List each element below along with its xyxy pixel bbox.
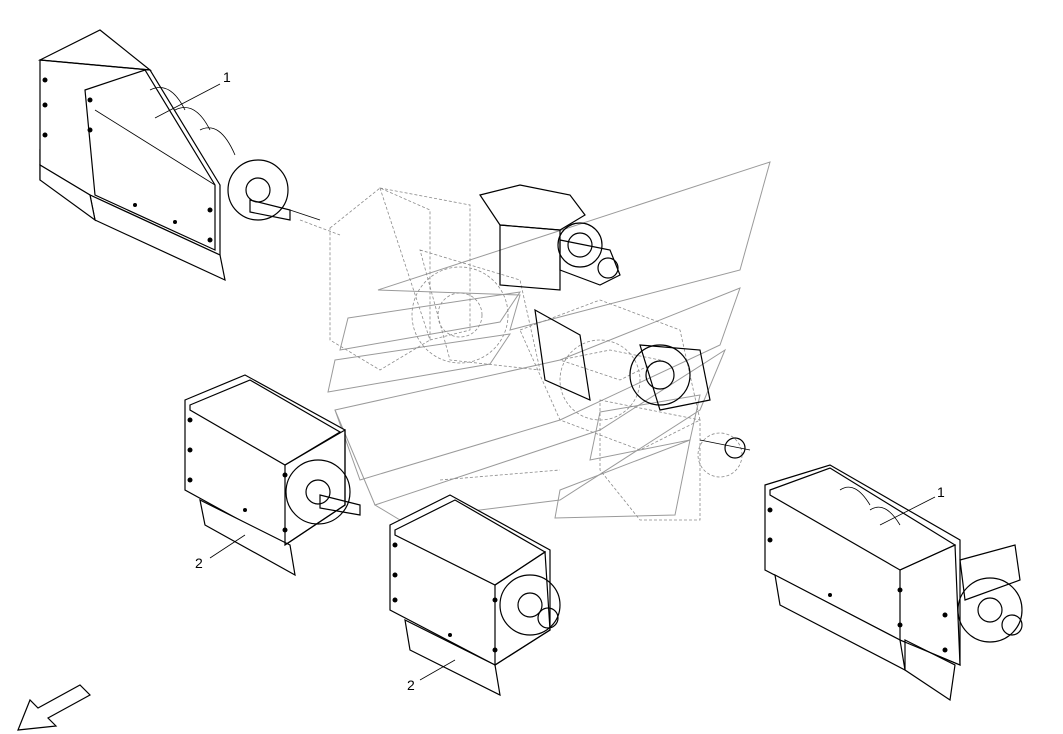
drive-motor [479, 184, 751, 459]
central-drive-ghost [299, 187, 743, 521]
auger-assembly-top-left [37, 29, 321, 282]
watermark-logo-icon [327, 161, 771, 521]
callout-middle-left: 2 [195, 534, 246, 571]
svg-text:1: 1 [223, 69, 231, 85]
callout-right: 1 [879, 484, 945, 526]
svg-text:2: 2 [407, 677, 415, 693]
direction-arrow-icon [17, 684, 91, 731]
callout-bottom-center: 2 [407, 659, 456, 693]
callout-top-left: 1 [154, 69, 231, 119]
svg-text:1: 1 [937, 484, 945, 500]
svg-text:2: 2 [195, 555, 203, 571]
auger-assembly-right [764, 464, 1023, 702]
auger-assembly-bottom-center [389, 494, 561, 697]
auger-assembly-middle-left [184, 374, 361, 577]
